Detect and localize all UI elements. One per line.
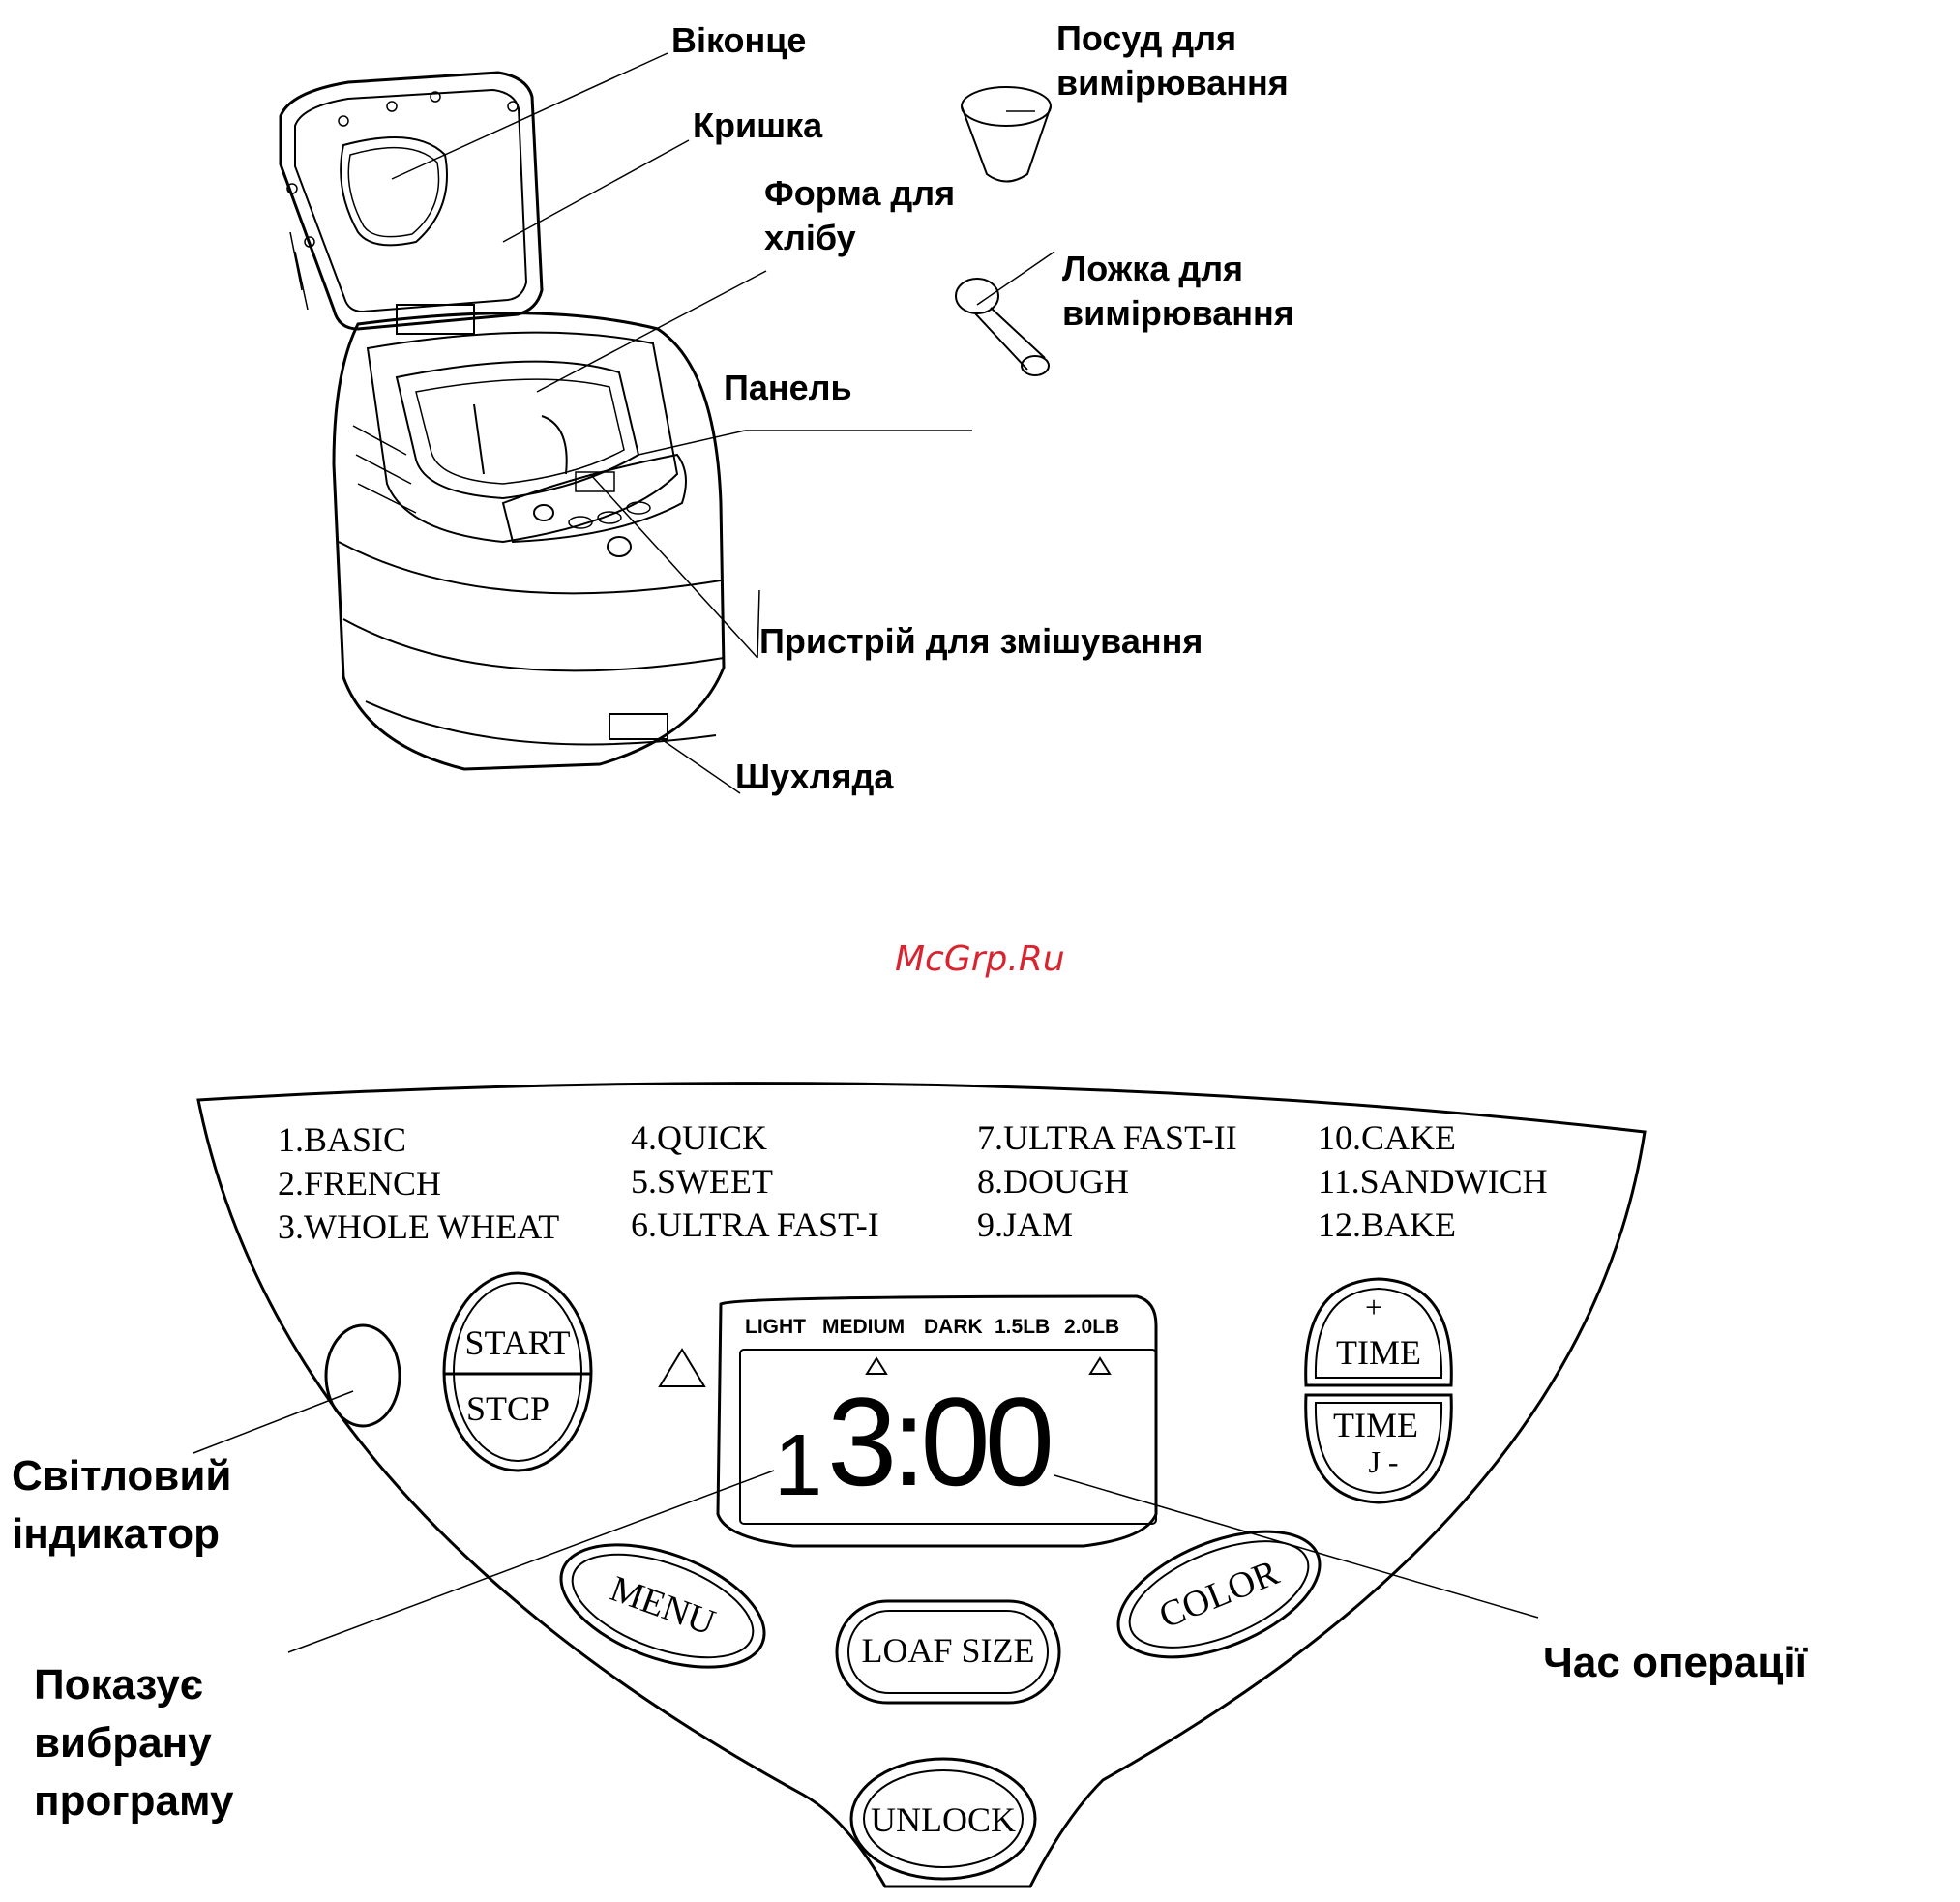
callout-indicator-line1: Світловий — [12, 1452, 231, 1500]
time-minus-button[interactable]: TIME J - — [1304, 1393, 1453, 1504]
bottom-leader-lines — [193, 1390, 1539, 1653]
loaf-size-button[interactable]: LOAF SIZE — [835, 1599, 1061, 1705]
callout-indicator-line2: індикатор — [12, 1510, 220, 1558]
program-sweet: 5.SWEET — [631, 1162, 773, 1201]
stop-label: STCP — [466, 1389, 549, 1428]
lcd-time: 3:00 — [827, 1371, 1051, 1512]
menu-button[interactable]: MENU — [545, 1521, 781, 1692]
measuring-cup-drawing — [961, 86, 1052, 183]
label-cup-line1: Посуд для — [1056, 18, 1236, 58]
program-list: 1.BASIC 2.FRENCH 3.WHOLE WHEAT 4.QUICK 5… — [278, 1118, 1548, 1246]
label-mixer: Пристрій для змішування — [759, 621, 1203, 661]
label-pan-line1: Форма для — [764, 173, 955, 213]
time-plus-label: TIME — [1336, 1333, 1421, 1372]
program-whole-wheat: 3.WHOLE WHEAT — [278, 1207, 559, 1246]
label-spoon-line2: вимірювання — [1062, 293, 1294, 333]
indicator-light — [324, 1323, 401, 1428]
lid-drawing — [279, 71, 544, 335]
watermark: McGrp.Ru — [895, 939, 1065, 979]
time-minus-sign: J - — [1368, 1444, 1398, 1479]
program-jam: 9.JAM — [977, 1205, 1073, 1244]
label-drawer: Шухляда — [735, 757, 894, 796]
callout-program-line2: вибрану — [34, 1719, 212, 1767]
body-drawing — [332, 312, 726, 771]
time-plus-button[interactable]: + TIME — [1304, 1277, 1453, 1387]
label-lid: Кришка — [693, 105, 823, 145]
label-panel: Панель — [724, 368, 852, 407]
program-french: 2.FRENCH — [278, 1164, 441, 1203]
lcd-program-number: 1 — [774, 1417, 822, 1514]
color-label: COLOR — [1153, 1552, 1285, 1636]
loaf-size-label: LOAF SIZE — [862, 1631, 1035, 1670]
top-leader-lines — [391, 52, 1055, 794]
start-label: START — [465, 1323, 571, 1362]
unlock-button[interactable]: UNLOCK — [849, 1757, 1037, 1881]
label-cup-line2: вимірювання — [1056, 63, 1289, 103]
lcd-dark: DARK — [924, 1316, 983, 1338]
label-spoon-line1: Ложка для — [1062, 249, 1243, 288]
callout-program-line1: Показує — [34, 1661, 203, 1709]
measuring-spoon-drawing — [955, 278, 1050, 376]
label-pan-line2: хлібу — [764, 218, 856, 257]
bread-maker-illustration — [279, 71, 1052, 771]
program-ultra-fast-1: 6.ULTRA FAST-I — [631, 1205, 879, 1244]
lcd-size-marker-icon — [1088, 1356, 1112, 1375]
program-bake: 12.BAKE — [1318, 1205, 1456, 1244]
program-quick: 4.QUICK — [631, 1118, 767, 1157]
unlock-label: UNLOCK — [871, 1800, 1016, 1839]
program-sandwich: 11.SANDWICH — [1318, 1162, 1548, 1201]
triangle-indicator-icon — [658, 1348, 706, 1387]
lcd-color-marker-icon — [865, 1356, 888, 1375]
time-minus-label: TIME — [1333, 1406, 1418, 1444]
lcd-medium: MEDIUM — [822, 1316, 905, 1338]
lcd-light: LIGHT — [745, 1316, 806, 1338]
program-ultra-fast-2: 7.ULTRA FAST-II — [977, 1118, 1237, 1157]
lcd-display: LIGHT MEDIUM DARK 1.5LB 2.0LB 1 3:00 — [716, 1294, 1158, 1548]
panel-outline — [196, 1082, 1647, 1888]
menu-label: MENU — [605, 1568, 721, 1644]
program-basic: 1.BASIC — [278, 1120, 406, 1159]
program-dough: 8.DOUGH — [977, 1162, 1129, 1201]
lcd-2-0lb: 2.0LB — [1064, 1316, 1119, 1338]
callout-program-line3: програму — [34, 1777, 234, 1825]
program-cake: 10.CAKE — [1318, 1118, 1456, 1157]
label-window: Віконце — [671, 20, 806, 60]
callout-operation-time: Час операції — [1543, 1639, 1809, 1686]
time-plus-sign: + — [1365, 1290, 1382, 1324]
lcd-1-5lb: 1.5LB — [995, 1316, 1050, 1338]
control-panel: 1.BASIC 2.FRENCH 3.WHOLE WHEAT 4.QUICK 5… — [196, 1082, 1647, 1888]
start-stop-button[interactable]: START STCP — [442, 1271, 593, 1472]
